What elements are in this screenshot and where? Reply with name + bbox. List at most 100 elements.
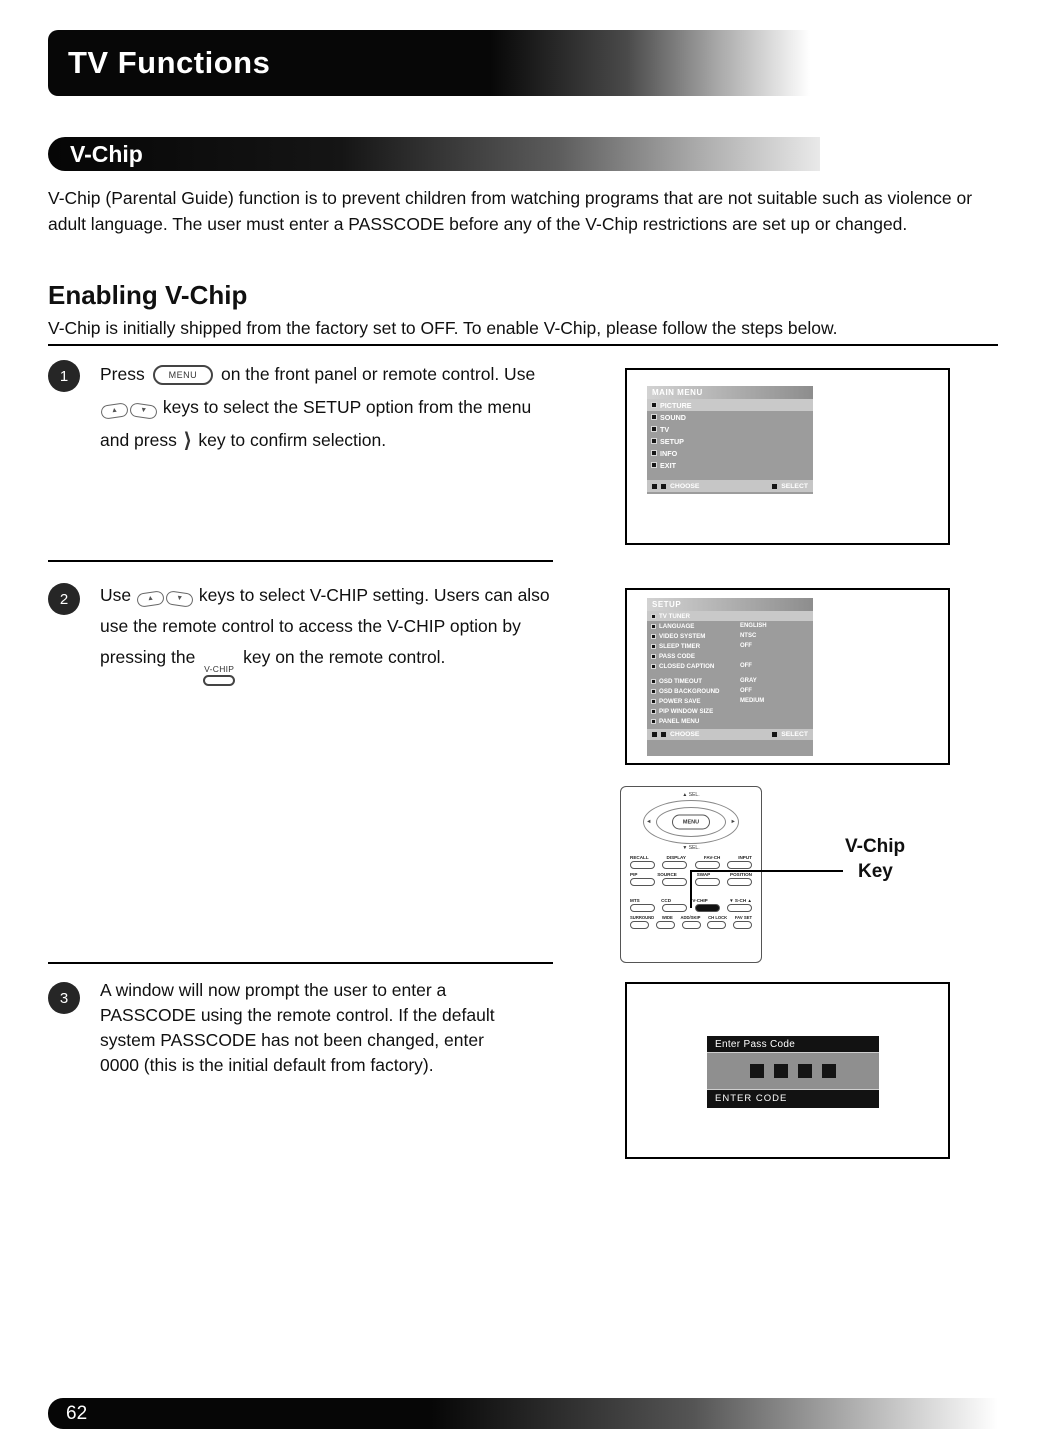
menu-item-picture: PICTURE: [647, 399, 813, 411]
setup-item: PANEL MENU: [647, 716, 813, 726]
menu-item-setup: SETUP: [647, 435, 813, 447]
passcode-footer: ENTER CODE: [707, 1089, 879, 1107]
remote-label-row-3: MTS CCD V-CHIP ▼ S-CH ▲: [630, 898, 752, 903]
digit-box-icon: [822, 1064, 836, 1078]
divider-top: [48, 344, 998, 346]
nav-cluster: ◄ MENU ►: [643, 800, 739, 844]
enabling-heading: Enabling V-Chip: [48, 280, 248, 310]
square-icon: [772, 732, 778, 737]
menu-item-tv: TV: [647, 423, 813, 435]
channel-up-key-icon: ▲: [136, 590, 165, 608]
step-1-number: 1: [48, 360, 80, 392]
menu-item-icon: [651, 402, 657, 408]
menu-item-icon: [651, 698, 656, 704]
select-label: SELECT: [781, 731, 808, 738]
menu-item-icon: [651, 653, 656, 659]
remote-button-pill: [630, 921, 649, 929]
square-icon: [661, 483, 666, 489]
remote-button-pill: [630, 861, 655, 869]
menu-footer: CHOOSE SELECT: [647, 729, 813, 740]
remote-button-pill: [726, 861, 752, 869]
footer-bar: 62: [48, 1398, 998, 1429]
step-2-text: Use ▲▼ keys to select V-CHIP setting. Us…: [100, 580, 552, 686]
sel-up-label: ▲ SEL.: [682, 792, 700, 798]
remote-button-pill: [630, 904, 655, 912]
divider-step2: [48, 962, 553, 964]
remote-label-row-2: PIP SOURCE SWAP POSITION: [630, 872, 752, 877]
menu-item-icon: [651, 688, 656, 694]
enabling-intro: V-Chip is initially shipped from the fac…: [48, 318, 838, 338]
nav-ring: [656, 807, 726, 837]
confirm-arrow-key-icon: ⟩: [183, 430, 192, 452]
setup-item: TV TUNER: [647, 611, 813, 621]
setup-item: PIP WINDOW SIZE: [647, 706, 813, 716]
menu-item-icon: [651, 613, 656, 619]
section-title: V-Chip: [70, 140, 143, 167]
digit-box-icon: [798, 1064, 812, 1078]
section-bar: V-Chip: [48, 137, 820, 171]
menu-item-info: INFO: [647, 447, 813, 459]
remote-pill-row-1: [621, 861, 761, 869]
square-icon: [661, 732, 666, 737]
step-3-text: A window will now prompt the user to ent…: [100, 980, 495, 1075]
menu-item-icon: [651, 678, 656, 684]
menu-button-icon: MENU: [152, 365, 214, 385]
remote-button-pill: [662, 878, 688, 886]
header-bar: TV Functions: [48, 30, 810, 96]
page-title: TV Functions: [68, 45, 271, 80]
vchip-pill-shape: [203, 674, 236, 686]
remote-label-row-4: SURROUND WIDE ADD/SKIP CH LOCK FAV SET: [630, 915, 752, 920]
menu-item-icon: [651, 633, 656, 639]
square-icon: [652, 732, 657, 737]
vchip-button-pill: [694, 904, 720, 912]
channel-down-key-icon: ▼: [129, 402, 158, 420]
remote-button-pill: [662, 904, 688, 912]
vchip-key-callout-line1: V-Chip: [845, 836, 906, 857]
channel-down-key-icon: ▼: [165, 590, 194, 608]
choose-label: CHOOSE: [670, 731, 700, 738]
menu-item-icon: [651, 623, 656, 629]
menu-item-icon: [651, 450, 657, 456]
setup-item: PASS CODE: [647, 651, 813, 661]
menu-item-icon: [651, 708, 656, 714]
remote-pill-row-2: [621, 878, 761, 886]
remote-button-pill: [694, 878, 720, 886]
remote-pill-row-4: [621, 921, 761, 929]
choose-label: CHOOSE: [670, 482, 700, 490]
menu-item-icon: [651, 426, 657, 432]
page-number: 62: [66, 1402, 88, 1424]
callout-line-horizontal: [690, 870, 843, 872]
remote-button-pill: [655, 921, 675, 929]
right-arrow-icon: ►: [730, 819, 736, 825]
passcode-figure: Enter Pass Code ENTER CODE: [625, 982, 950, 1159]
menu-item-exit: EXIT: [647, 459, 813, 471]
remote-pill-row-3: [621, 904, 761, 912]
menu-item-icon: [651, 414, 657, 420]
menu-item-icon: [651, 663, 656, 669]
step-2-number: 2: [48, 583, 80, 615]
remote-button-pill: [630, 878, 655, 886]
menu-item-icon: [651, 718, 656, 724]
passcode-window: Enter Pass Code ENTER CODE: [707, 1036, 879, 1108]
step-2-text-part: keys to select V-CHIP setting. Users can…: [100, 585, 550, 667]
square-icon: [772, 483, 778, 489]
step-2-text-part: key on the remote control.: [243, 647, 446, 667]
passcode-digits: [707, 1053, 879, 1089]
intro-paragraph: V-Chip (Parental Guide) function is to p…: [48, 188, 973, 235]
divider-step1: [48, 560, 553, 562]
vchip-key-icon: V-CHIP: [203, 665, 236, 686]
select-label: SELECT: [781, 482, 808, 490]
remote-button-pill: [707, 921, 727, 929]
step-1-text-part: on the front panel or remote control. Us…: [220, 364, 536, 384]
callout-line-vertical: [690, 870, 692, 908]
menu-footer: CHOOSE SELECT: [647, 480, 813, 492]
step-3-number: 3: [48, 982, 80, 1014]
menu-item-sound: SOUND: [647, 411, 813, 423]
step-2-text-part: Use: [100, 585, 132, 605]
